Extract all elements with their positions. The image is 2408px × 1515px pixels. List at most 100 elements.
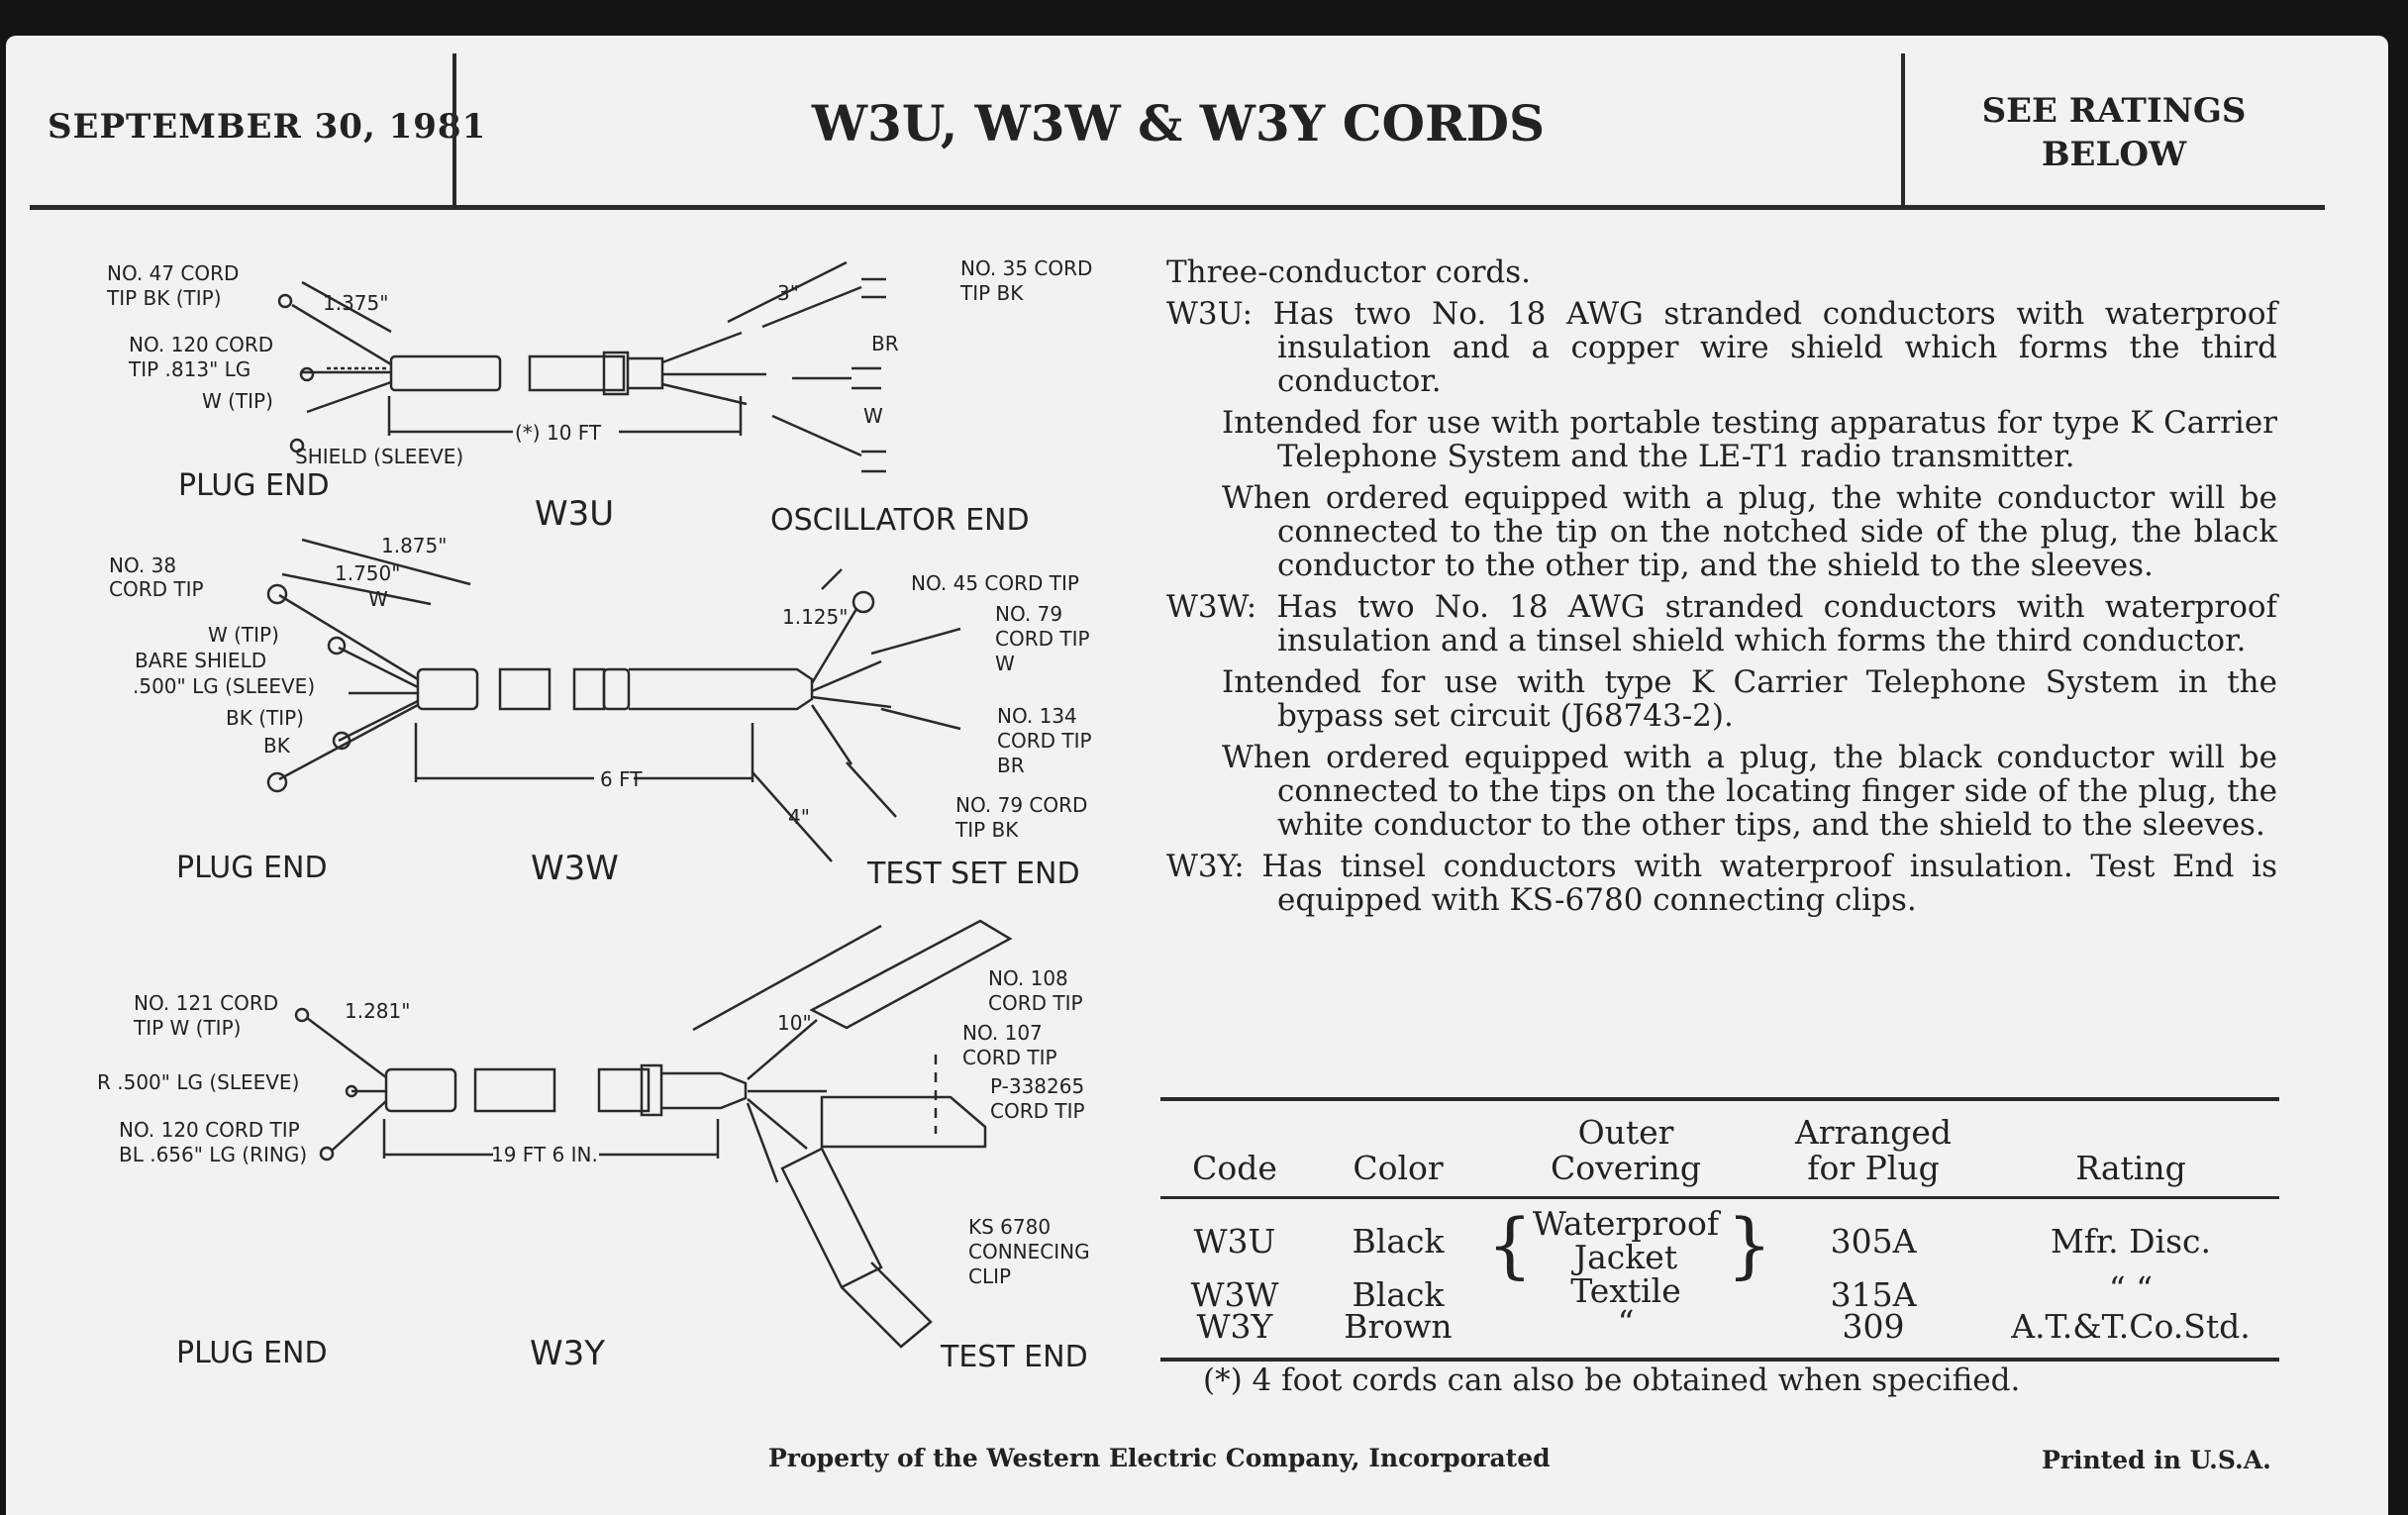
w3w-plug-end: PLUG END bbox=[176, 851, 328, 885]
w3u-dim-3: 3" bbox=[777, 281, 799, 305]
w3w-dim-1125: 1.125" bbox=[782, 605, 848, 629]
w3y-cord121-b: TIP W (TIP) bbox=[133, 1016, 241, 1040]
w3y-cord108-a: NO. 108 bbox=[988, 966, 1068, 990]
w3y-cord107-a: NO. 107 bbox=[962, 1021, 1043, 1045]
w3w-diagram bbox=[266, 538, 961, 862]
w3y-plug-end: PLUG END bbox=[176, 1336, 328, 1370]
row1-rating: Mfr. Disc. bbox=[2050, 1222, 2212, 1261]
w3w-cord79bk-a: NO. 79 CORD bbox=[955, 793, 1087, 817]
row2-plug: 315A bbox=[1830, 1275, 1917, 1314]
w3u-description-text: Has two No. 18 AWG stranded conductors w… bbox=[1272, 296, 2277, 399]
w3y-p338265-a: P-338265 bbox=[990, 1074, 1084, 1098]
w3w-cord134-b: CORD TIP bbox=[997, 729, 1092, 753]
row1-color: Black bbox=[1352, 1222, 1445, 1261]
w3u-note-1: Intended for use with portable testing a… bbox=[1222, 405, 2277, 474]
w3y-dim-1281: 1.281" bbox=[345, 999, 410, 1023]
header-divider-left bbox=[452, 53, 456, 206]
w3w-dim-4: 4" bbox=[788, 805, 810, 829]
w3u-cord120-label-b: TIP .813" LG bbox=[128, 357, 251, 381]
row1-covering-line1: Waterproof bbox=[1532, 1204, 1720, 1243]
w3y-ks6780-a: KS 6780 bbox=[968, 1215, 1051, 1239]
w3u-cord35-label-a: NO. 35 CORD bbox=[960, 256, 1092, 280]
intro-paragraph: Three-conductor cords. bbox=[1166, 254, 1532, 290]
row2-rating: “ “ bbox=[2108, 1269, 2154, 1308]
w3w-cord134-a: NO. 134 bbox=[997, 704, 1077, 728]
w3u-diagram bbox=[277, 260, 886, 473]
w3w-note-1: Intended for use with type K Carrier Tel… bbox=[1222, 664, 2277, 734]
printed-notice: Printed in U.S.A. bbox=[2042, 1446, 2271, 1474]
datasheet-card bbox=[6, 36, 2388, 1515]
table-footnote: (*) 4 foot cords can also be obtained wh… bbox=[1203, 1363, 2021, 1398]
w3y-cord121-a: NO. 121 CORD bbox=[134, 991, 278, 1015]
row3-covering: “ bbox=[1617, 1303, 1635, 1342]
w3y-ks6780-c: CLIP bbox=[968, 1264, 1011, 1288]
w3u-cord35-label-b: TIP BK bbox=[959, 281, 1024, 305]
brace-left: { bbox=[1487, 1203, 1533, 1286]
w3w-length-label: 6 FT bbox=[600, 767, 643, 791]
w3y-code: W3Y: bbox=[1166, 849, 1245, 884]
table-body: W3U Black { Waterproof Jacket } 305A Mfr… bbox=[1160, 1199, 2279, 1358]
w3w-cord79w-c: W bbox=[995, 652, 1015, 675]
w3w-code-label: W3W bbox=[531, 849, 619, 888]
row2-color: Black bbox=[1352, 1275, 1445, 1314]
description-text: Three-conductor cords. W3U: Has two No. … bbox=[1166, 255, 2277, 925]
w3w-cord79w-a: NO. 79 bbox=[995, 602, 1062, 626]
row2-covering: Textile bbox=[1570, 1271, 1681, 1310]
w3u-cord47-label-b: TIP BK (TIP) bbox=[106, 286, 222, 310]
w3u-description: W3U: Has two No. 18 AWG stranded conduct… bbox=[1166, 297, 2277, 398]
w3y-cord120-a: NO. 120 CORD TIP bbox=[119, 1118, 300, 1142]
w3y-length-label: 19 FT 6 IN. bbox=[491, 1143, 598, 1166]
w3y-cord120-b: BL .656" LG (RING) bbox=[119, 1143, 307, 1166]
outer-header-line2: Covering bbox=[1551, 1149, 1701, 1187]
w3w-cord45-label: NO. 45 CORD TIP bbox=[911, 571, 1079, 595]
ratings-note: SEE RATINGS BELOW bbox=[1906, 89, 2322, 176]
w3y-diagram bbox=[294, 919, 1013, 1349]
w3w-cord38-label-a: NO. 38 bbox=[109, 554, 176, 577]
w3w-dim-1750: 1.750" bbox=[335, 561, 400, 585]
w3u-oscillator-end: OSCILLATOR END bbox=[770, 503, 1030, 538]
w3y-cord108-b: CORD TIP bbox=[988, 991, 1083, 1015]
w3u-dim-1375: 1.375" bbox=[323, 291, 388, 315]
w3u-w-label: W bbox=[863, 404, 883, 428]
row3-color: Brown bbox=[1344, 1307, 1453, 1346]
w3y-p338265-b: CORD TIP bbox=[990, 1099, 1085, 1123]
w3y-test-end: TEST END bbox=[940, 1340, 1088, 1374]
w3u-br-label: BR bbox=[871, 332, 899, 355]
row2-code: W3W bbox=[1190, 1275, 1279, 1314]
w3u-code: W3U: bbox=[1166, 296, 1254, 332]
w3w-description-text: Has two No. 18 AWG stranded conductors w… bbox=[1276, 589, 2277, 658]
w3y-code-label: W3Y bbox=[530, 1334, 605, 1373]
w3u-cord47-label-a: NO. 47 CORD bbox=[107, 261, 239, 285]
row3-rating: A.T.&T.Co.Std. bbox=[2011, 1307, 2251, 1346]
arranged-header-line1: Arranged bbox=[1794, 1113, 1953, 1152]
row1-covering-line2: Jacket bbox=[1573, 1238, 1678, 1276]
row3-plug: 309 bbox=[1842, 1307, 1905, 1346]
w3u-length-label: (*) 10 FT bbox=[515, 421, 602, 445]
col-header-rating: Rating bbox=[2075, 1149, 2186, 1187]
w3y-ks6780-b: CONNECING bbox=[968, 1240, 1090, 1263]
ratings-line-1: SEE RATINGS bbox=[1981, 91, 2247, 131]
w3w-code: W3W: bbox=[1166, 589, 1257, 625]
w3y-r500-label: R .500" LG (SLEEVE) bbox=[97, 1070, 299, 1094]
outer-header-line1: Outer bbox=[1577, 1113, 1674, 1152]
col-header-color: Color bbox=[1353, 1149, 1444, 1187]
w3w-w-top-label: W bbox=[368, 587, 388, 611]
w3w-bare-shield-b: .500" LG (SLEEVE) bbox=[133, 674, 315, 698]
w3w-note-2: When ordered equipped with a plug, the b… bbox=[1222, 740, 2277, 843]
w3y-dim-10: 10" bbox=[777, 1011, 812, 1035]
w3u-cord120-label-a: NO. 120 CORD bbox=[129, 333, 273, 356]
w3y-description-text: Has tinsel conductors with waterproof in… bbox=[1261, 849, 2277, 918]
cord-diagrams: NO. 47 CORD TIP BK (TIP) 1.375" NO. 120 … bbox=[97, 256, 1092, 1374]
w3w-bk-label: BK bbox=[263, 734, 291, 758]
w3u-note-2: When ordered equipped with a plug, the w… bbox=[1222, 480, 2277, 583]
arranged-header-line2: for Plug bbox=[1807, 1149, 1940, 1187]
w3w-cord79bk-b: TIP BK bbox=[954, 818, 1019, 842]
page-title: W3U, W3W & W3Y CORDS bbox=[811, 94, 1546, 152]
col-header-code: Code bbox=[1192, 1149, 1277, 1187]
w3u-plug-end: PLUG END bbox=[178, 468, 330, 503]
row1-code: W3U bbox=[1193, 1222, 1276, 1261]
ratings-line-2: BELOW bbox=[2041, 135, 2187, 174]
row3-code: W3Y bbox=[1196, 1307, 1273, 1346]
